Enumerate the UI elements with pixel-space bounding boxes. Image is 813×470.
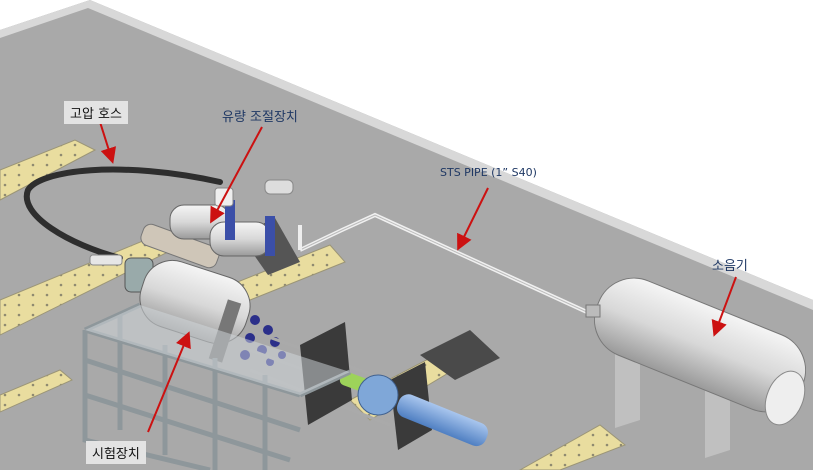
label-sts-pipe: STS PIPE (1” S40): [440, 166, 537, 179]
high-pressure-hose: [23, 166, 223, 261]
arrow-flow-control: [210, 126, 263, 224]
label-flow-control: 유량 조절장치: [222, 110, 298, 125]
silencer: [585, 277, 807, 458]
arrow-high-pressure-hose: [99, 121, 117, 164]
label-high-pressure-hose: 고압 호스: [64, 101, 128, 124]
label-test-device: 시험장치: [86, 441, 146, 464]
arrow-sts-pipe: [457, 187, 489, 251]
callout-arrows: [99, 121, 737, 433]
arrow-test-device: [147, 331, 191, 433]
flow-control-valves: [140, 179, 294, 269]
label-silencer: 소음기: [712, 259, 748, 274]
arrow-silencer: [711, 276, 737, 337]
frame-fill: [85, 305, 350, 395]
